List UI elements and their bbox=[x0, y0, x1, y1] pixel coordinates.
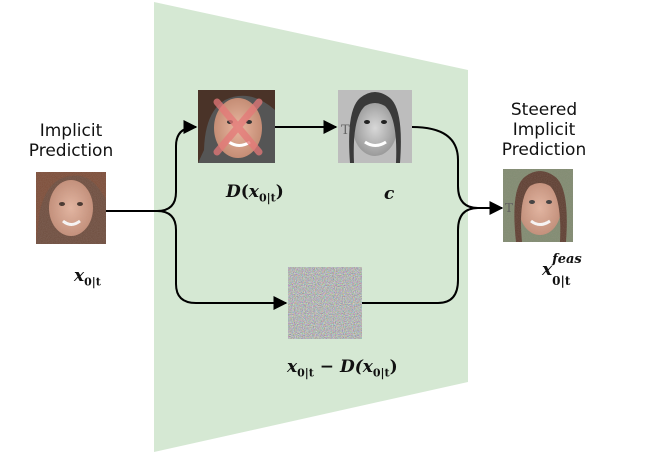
output-label-line3: Prediction bbox=[501, 140, 587, 160]
transform-trapezoid bbox=[154, 2, 468, 452]
input-label: Implicit Prediction bbox=[26, 121, 116, 161]
residual-symbol-minus: − D( bbox=[313, 357, 363, 377]
svg-text:T: T bbox=[341, 123, 350, 138]
denoised-symbol-sub: 0|t bbox=[258, 191, 276, 205]
denoised-symbol-open: ( bbox=[240, 182, 249, 202]
residual-symbol-base2: x bbox=[362, 357, 373, 377]
denoised-symbol: D(x0|t) bbox=[226, 182, 284, 204]
output-label-line2: Implicit bbox=[512, 120, 576, 140]
condition-face-image: T bbox=[338, 90, 412, 163]
output-symbol-sub: 0|t bbox=[552, 274, 571, 288]
residual-symbol-sub2: 0|t bbox=[372, 366, 390, 380]
residual-symbol-close: ) bbox=[389, 357, 398, 377]
denoised-symbol-close: ) bbox=[275, 182, 284, 202]
residual-symbol-sub: 0|t bbox=[297, 366, 314, 380]
condition-symbol: c bbox=[384, 184, 394, 204]
input-symbol: x0|t bbox=[74, 266, 101, 288]
residual-symbol: x0|t − D(x0|t) bbox=[287, 357, 398, 379]
input-label-line2: Prediction bbox=[28, 141, 114, 161]
output-symbol-sup: feas bbox=[552, 252, 582, 267]
input-symbol-base: x bbox=[74, 266, 85, 286]
residual-noise-image bbox=[288, 267, 362, 339]
lower-branch-arrow bbox=[156, 210, 288, 310]
output-symbol-base: x bbox=[542, 260, 553, 280]
input-symbol-sub: 0|t bbox=[84, 275, 101, 289]
input-label-line1: Implicit bbox=[39, 121, 103, 141]
denoised-face-image bbox=[198, 90, 275, 163]
denoised-symbol-base: x bbox=[248, 182, 259, 202]
cross-out-icon bbox=[213, 98, 263, 156]
condition-to-merge-line bbox=[411, 126, 479, 209]
residual-to-merge-line bbox=[362, 207, 479, 304]
output-face-image: T bbox=[503, 169, 573, 242]
upper-branch-arrow bbox=[156, 120, 198, 212]
connectors bbox=[106, 120, 504, 310]
condition-symbol-text: c bbox=[384, 184, 395, 204]
output-label: Steered Implicit Prediction bbox=[494, 100, 594, 160]
output-label-line1: Steered bbox=[510, 100, 578, 120]
output-symbol-scripts: feas 0|t bbox=[552, 252, 582, 288]
denoised-symbol-fn: D bbox=[226, 182, 241, 202]
input-face-image bbox=[36, 172, 106, 244]
residual-symbol-base: x bbox=[287, 357, 298, 377]
